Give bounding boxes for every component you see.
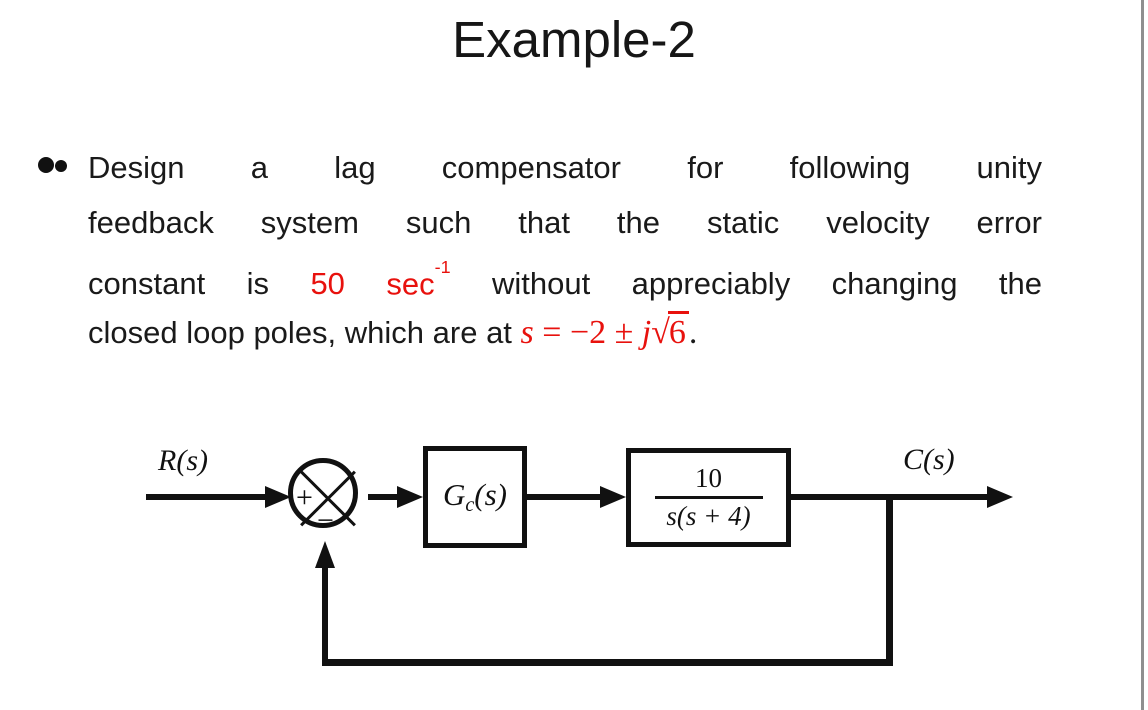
word: lag: [334, 150, 376, 185]
compensator-to-plant-line: [527, 494, 602, 500]
word: system: [260, 205, 359, 240]
feedback-up-line: [322, 562, 328, 666]
compensator-block: Gc(s): [423, 446, 527, 548]
bullet-text-line-1: Design a lag compensator for following u…: [88, 140, 1042, 195]
word: is: [246, 266, 270, 302]
output-arrowhead-icon: [987, 486, 1013, 508]
plant-arrowhead-icon: [600, 486, 626, 508]
word: the: [616, 205, 661, 240]
compensator-label: Gc(s): [443, 477, 507, 516]
sum-to-compensator-line: [368, 494, 400, 500]
feedback-arrowhead-icon: [315, 541, 335, 568]
plant-transfer-function: 10 s(s + 4): [654, 462, 763, 531]
fraction-bar: [654, 495, 763, 499]
word: closed loop poles, which are at: [88, 315, 521, 350]
word: a: [250, 150, 268, 185]
word: appreciably: [631, 266, 791, 302]
slide-right-border: [1141, 0, 1144, 710]
compensator-arrowhead-icon: [397, 486, 423, 508]
input-arrowhead-icon: [265, 486, 291, 508]
bullet-icon: [55, 160, 67, 172]
sum-plus-sign: +: [296, 481, 313, 514]
word: unity: [976, 150, 1042, 185]
sentence-period: .: [688, 314, 698, 351]
unit-text: sec: [386, 266, 435, 302]
input-signal-label: R(s): [158, 444, 208, 477]
plant-denominator: s(s + 4): [666, 500, 751, 531]
word: for: [687, 150, 724, 185]
word: Design: [88, 150, 185, 185]
input-signal-line: [146, 494, 266, 500]
output-signal-label: C(s): [903, 443, 955, 476]
feedback-bottom-line: [322, 659, 893, 666]
velocity-error-constant-unit: sec-1: [386, 250, 450, 311]
velocity-error-constant-value: 50: [310, 266, 345, 302]
word: that: [518, 205, 570, 240]
slide-title: Example-2: [452, 11, 696, 68]
word: feedback: [88, 205, 214, 240]
word: velocity: [826, 205, 930, 240]
word: constant: [88, 266, 206, 302]
bullet-text: Design a lag compensator for following u…: [88, 140, 1042, 360]
bullet-icon: [38, 157, 54, 173]
word: without: [492, 266, 591, 302]
bullet-text-line-2: feedback system such that the static vel…: [88, 195, 1042, 250]
word: static: [706, 205, 780, 240]
word: such: [405, 205, 472, 240]
radicand: 6: [667, 311, 689, 351]
bullet-text-line-3: constant is 50 sec-1 without appreciably…: [88, 250, 1042, 305]
word: error: [976, 205, 1042, 240]
plant-numerator: 10: [695, 462, 722, 493]
feedback-branch-line: [886, 497, 893, 666]
word: following: [789, 150, 911, 185]
bullet-text-line-4: closed loop poles, which are at s = −2 ±…: [88, 305, 1042, 360]
word: the: [998, 266, 1042, 302]
sum-minus-sign: −: [317, 504, 334, 537]
closed-loop-poles-formula: s = −2 ± j√6: [521, 311, 689, 351]
plant-block: 10 s(s + 4): [626, 448, 791, 547]
word: changing: [831, 266, 958, 302]
word: compensator: [441, 150, 621, 185]
radical-sign: √: [651, 314, 670, 351]
unit-exponent: -1: [434, 257, 451, 278]
